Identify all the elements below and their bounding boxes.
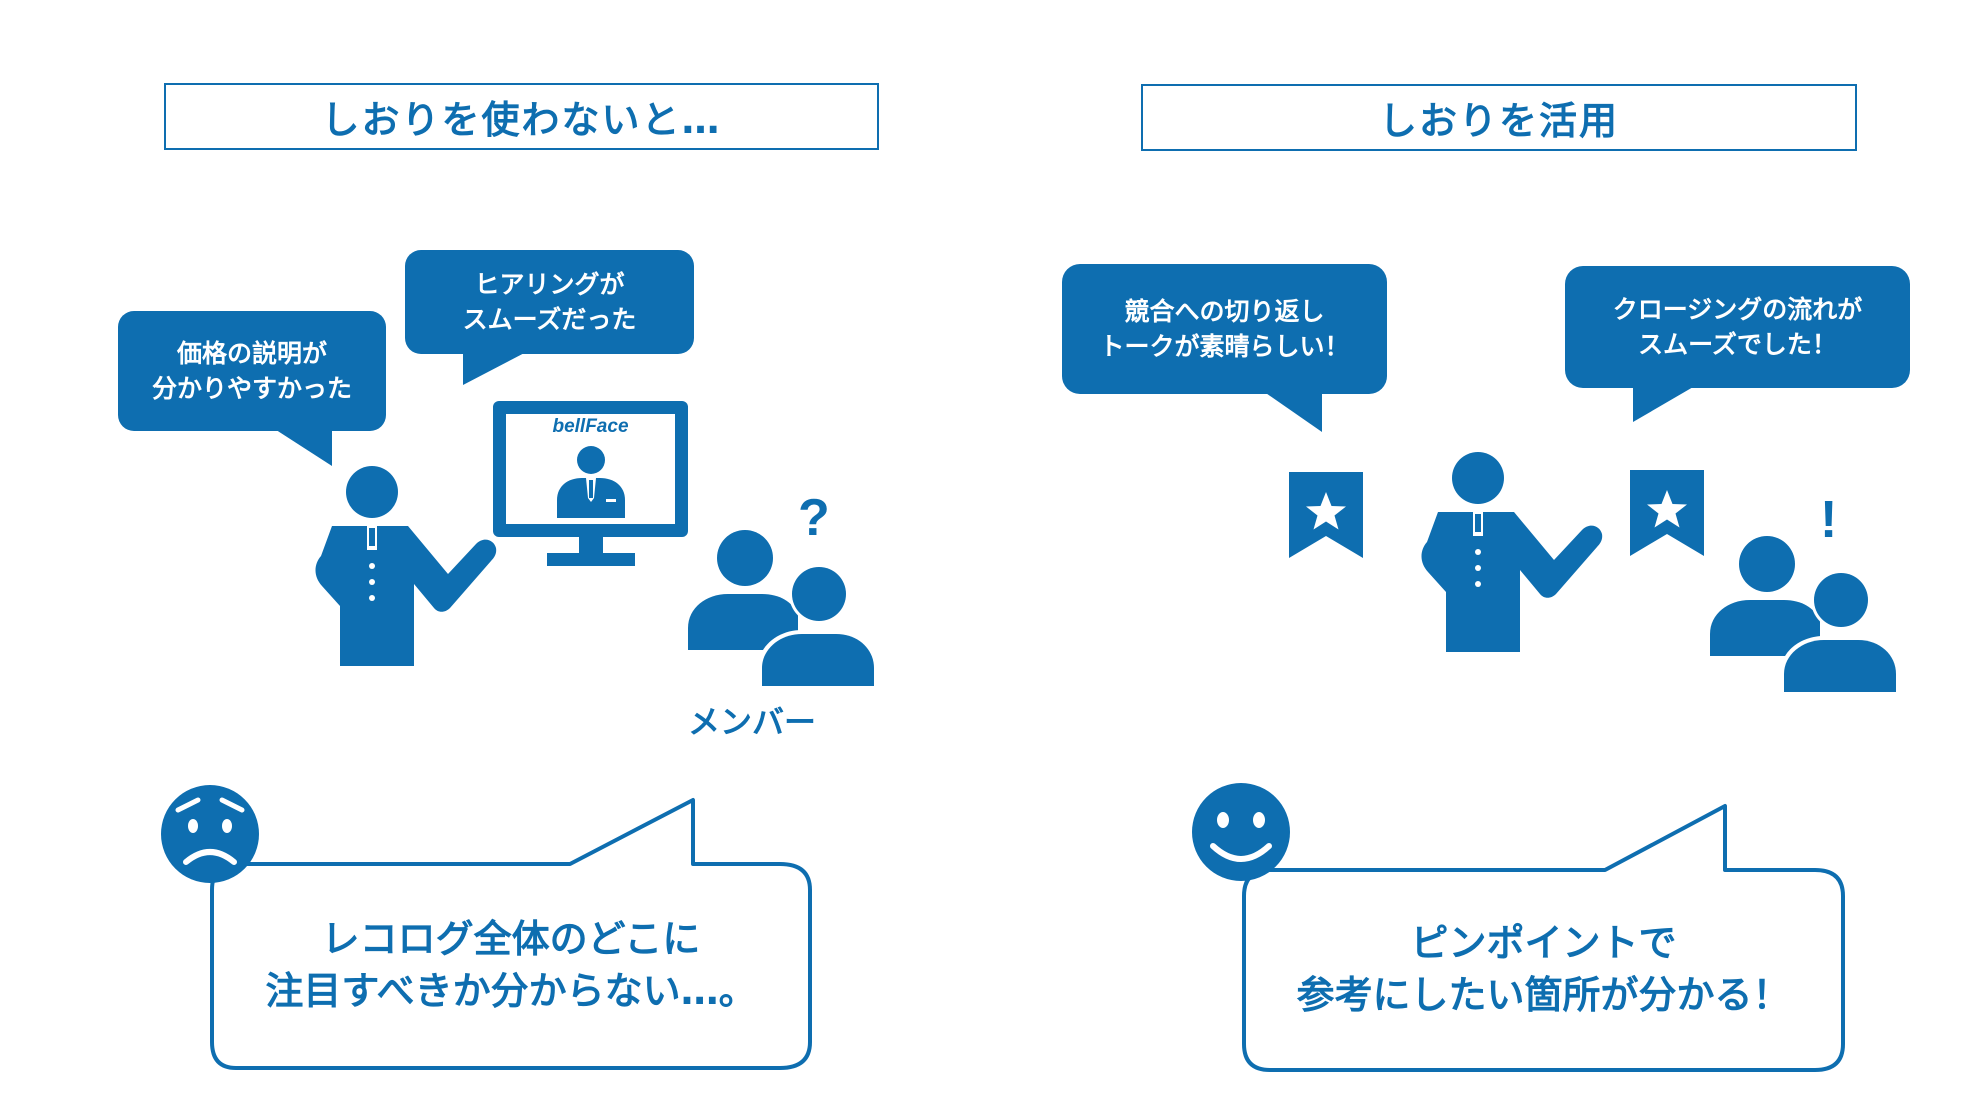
presenter-icon <box>315 466 497 666</box>
member-label: メンバー <box>688 703 817 741</box>
bubble-line: 価格の説明が <box>176 339 327 368</box>
bookmark-star-icon <box>1630 470 1704 556</box>
worried-face-icon <box>161 785 259 883</box>
message-right-text: ピンポイントで 参考にしたい箇所が分かる！ <box>1244 904 1843 1034</box>
message-box-right <box>1242 804 1845 1072</box>
speech-bubble-closing <box>1565 266 1910 422</box>
speech-bubble-hearing-text: ヒアリングが スムーズだった <box>405 250 694 354</box>
smiling-face-icon <box>1192 783 1290 881</box>
message-box-left <box>210 798 812 1070</box>
bubble-line: トークが素晴らしい！ <box>1099 332 1350 361</box>
presenter-icon <box>1421 452 1603 652</box>
speech-bubble-competitor-text: 競合への切り返し トークが素晴らしい！ <box>1062 264 1387 394</box>
bubble-line: 競合への切り返し <box>1124 297 1325 326</box>
message-left-text: レコログ全体のどこに 注目すべきか分からない…。 <box>212 900 810 1030</box>
speech-bubble-competitor <box>1062 264 1387 432</box>
logo-text: bellFace <box>552 416 629 437</box>
bookmark-star-icon <box>1289 472 1363 558</box>
question-mark: ? <box>798 489 830 547</box>
message-line: レコログ全体のどこに <box>321 917 701 961</box>
message-line: ピンポイントで <box>1410 921 1677 965</box>
speech-bubble-closing-text: クロージングの流れが スムーズでした！ <box>1565 266 1910 388</box>
bubble-line: クロージングの流れが <box>1612 295 1863 324</box>
members-icon <box>688 530 878 690</box>
bellface-logo: bellFace <box>506 416 675 438</box>
speech-bubble-price <box>118 311 386 466</box>
bubble-line: スムーズでした！ <box>1638 330 1837 359</box>
right-panel-title: しおりを活用 <box>1141 84 1857 151</box>
bubble-line: スムーズだった <box>462 305 637 334</box>
exclamation-mark: ! <box>1820 491 1838 549</box>
members-icon <box>1710 536 1900 696</box>
message-line: 参考にしたい箇所が分かる！ <box>1296 973 1791 1017</box>
speech-bubble-price-text: 価格の説明が 分かりやすかった <box>118 311 386 431</box>
left-panel-title: しおりを使わないと… <box>164 83 879 150</box>
bubble-line: 分かりやすかった <box>151 374 352 403</box>
monitor-icon <box>493 401 688 566</box>
speech-bubble-hearing <box>405 250 694 385</box>
message-line: 注目すべきか分からない…。 <box>265 969 757 1013</box>
bubble-line: ヒアリングが <box>474 270 625 299</box>
